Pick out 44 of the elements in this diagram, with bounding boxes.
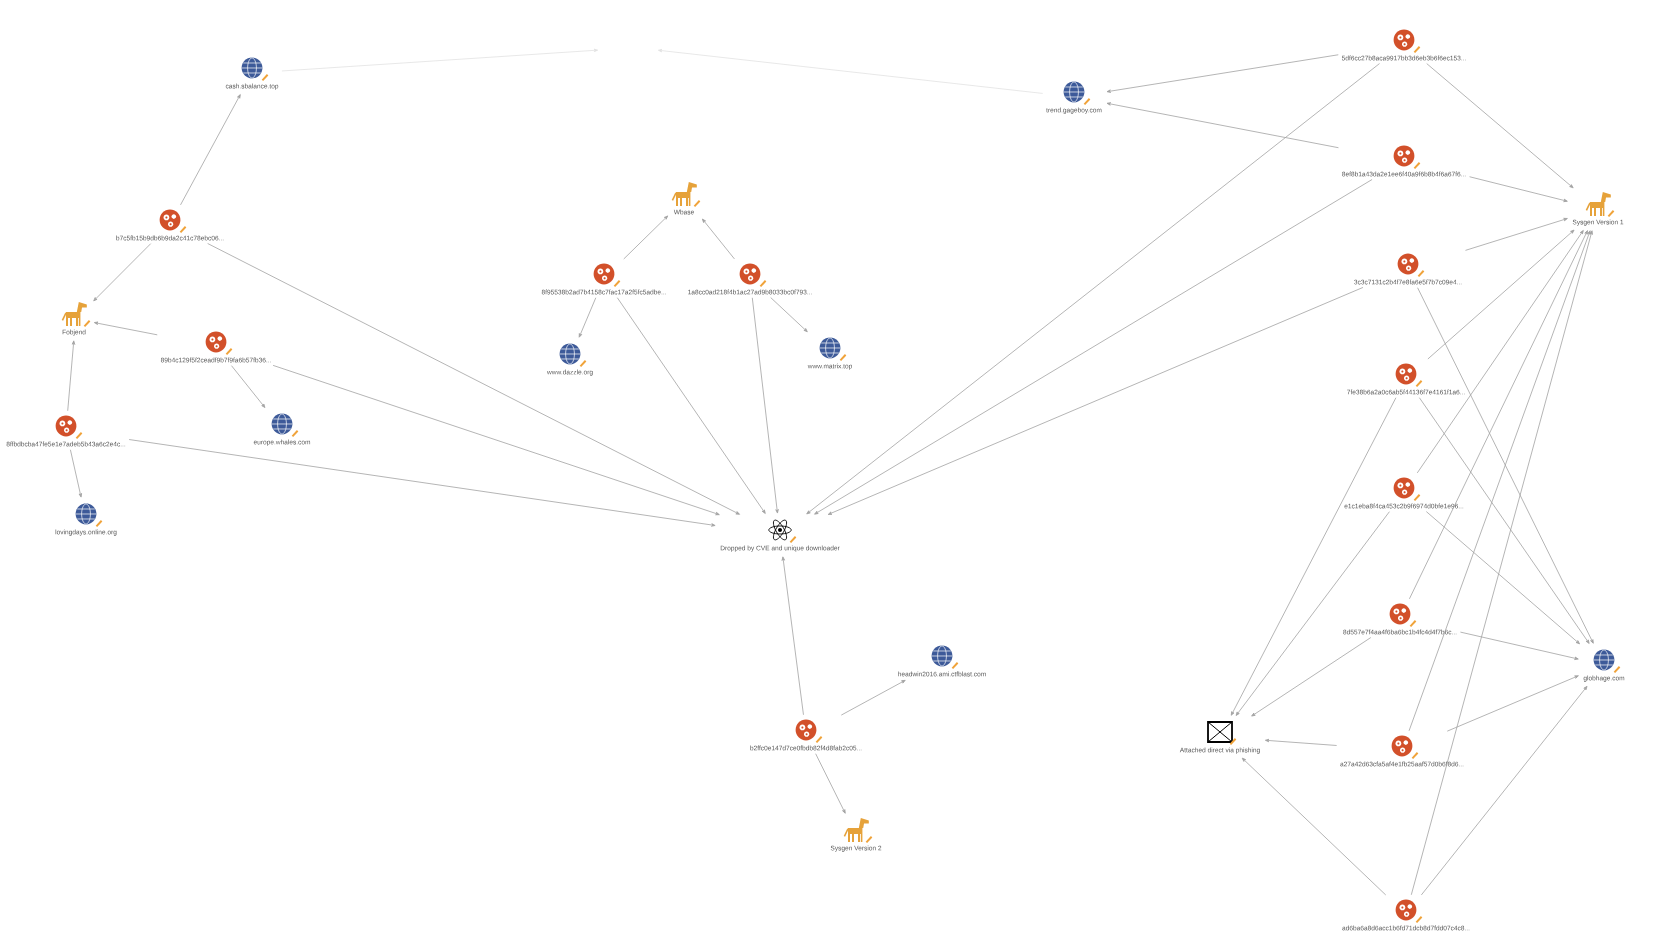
arrow bbox=[207, 243, 740, 515]
arrow bbox=[180, 94, 241, 206]
arrow bbox=[815, 753, 846, 814]
arrow bbox=[1264, 738, 1338, 746]
arrow bbox=[840, 679, 906, 716]
arrow bbox=[1251, 637, 1372, 717]
arrow bbox=[128, 439, 716, 527]
arrow bbox=[1460, 631, 1579, 660]
arrow bbox=[1408, 230, 1591, 732]
arrow bbox=[770, 297, 808, 333]
arrow bbox=[781, 556, 804, 716]
arrow bbox=[93, 243, 152, 302]
arrow bbox=[272, 365, 720, 516]
arrow bbox=[1425, 511, 1580, 645]
arrow bbox=[1416, 230, 1584, 474]
arrow bbox=[1106, 54, 1339, 93]
arrow bbox=[751, 297, 779, 514]
arrow bbox=[1419, 397, 1590, 644]
arrow bbox=[1465, 217, 1568, 251]
arrow bbox=[1417, 287, 1594, 644]
arrow bbox=[702, 218, 735, 260]
arrow bbox=[1241, 757, 1387, 896]
arrow bbox=[657, 48, 1044, 94]
arrow bbox=[578, 297, 597, 338]
arrow bbox=[70, 449, 82, 498]
arrow bbox=[1426, 63, 1574, 189]
arrow bbox=[806, 63, 1380, 515]
arrow bbox=[1446, 675, 1579, 732]
arrow bbox=[281, 48, 599, 72]
arrow bbox=[231, 365, 266, 408]
arrow bbox=[1235, 511, 1390, 716]
arrow bbox=[814, 179, 1373, 515]
arrow bbox=[1409, 230, 1588, 600]
arrow bbox=[93, 321, 158, 336]
arrow bbox=[1469, 176, 1568, 203]
arrow bbox=[1427, 229, 1575, 360]
arrow bbox=[1410, 230, 1593, 896]
arrow bbox=[67, 340, 76, 412]
arrow bbox=[623, 215, 669, 260]
arrow bbox=[1106, 102, 1339, 149]
arrow bbox=[616, 297, 766, 514]
arrow bbox=[827, 287, 1364, 515]
arrow bbox=[1421, 685, 1588, 896]
arrow bbox=[1230, 397, 1397, 716]
